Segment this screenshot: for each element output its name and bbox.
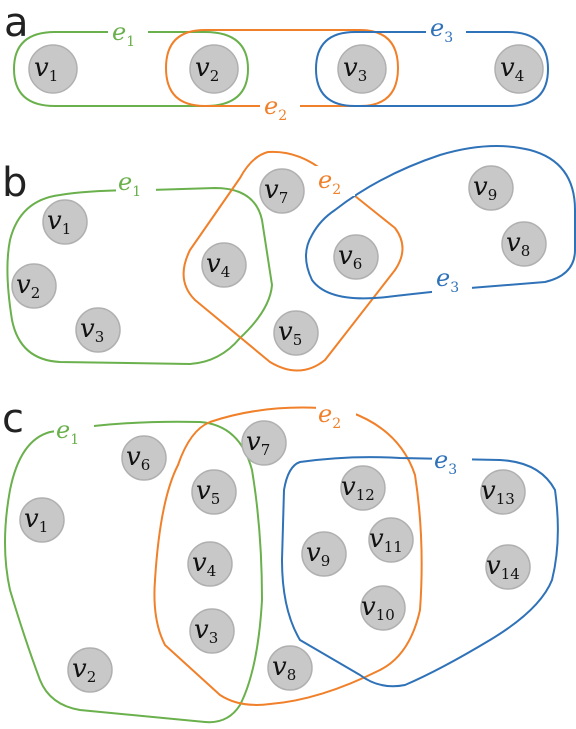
edge-label-e1-b: e1 (116, 168, 156, 200)
svg-text:e2: e2 (318, 166, 341, 198)
svg-text:e2: e2 (318, 400, 341, 432)
svg-text:v3: v3 (80, 314, 104, 346)
svg-text:v1: v1 (24, 504, 48, 536)
svg-text:v2: v2 (195, 53, 219, 85)
node-v14-c: v14 (485, 544, 531, 590)
node-v6-b: v6 (333, 234, 379, 280)
svg-text:v8: v8 (506, 228, 530, 260)
svg-text:v2: v2 (72, 654, 96, 686)
svg-text:v10: v10 (361, 592, 395, 624)
svg-text:v3: v3 (194, 615, 218, 647)
svg-text:v8: v8 (272, 652, 296, 684)
node-v6-c: v6 (121, 435, 167, 481)
svg-text:v5: v5 (278, 317, 302, 349)
svg-text:v11: v11 (369, 524, 403, 556)
panel-letter-a: a (4, 0, 29, 46)
svg-text:v14: v14 (486, 551, 520, 583)
node-v5-b: v5 (273, 310, 319, 356)
svg-text:e2: e2 (264, 92, 287, 124)
panel-letter-b: b (2, 160, 27, 206)
node-v1-b: v1 (42, 199, 88, 245)
svg-text:e1: e1 (112, 18, 135, 50)
svg-text:e3: e3 (430, 14, 453, 46)
hyperedge-e3-c (281, 456, 559, 688)
svg-text:v6: v6 (126, 442, 150, 474)
node-v4-b: v4 (201, 242, 247, 288)
node-v2-a: v2 (189, 44, 239, 94)
hyperedge-e3-a (315, 31, 549, 107)
hyperedge-e1-b (6, 187, 273, 365)
svg-text:v3: v3 (343, 53, 367, 85)
svg-text:v9: v9 (306, 538, 330, 570)
svg-text:e3: e3 (434, 446, 457, 478)
node-v12-c: v12 (340, 465, 386, 511)
node-v1-a: v1 (28, 44, 78, 94)
svg-text:v5: v5 (196, 476, 220, 508)
svg-text:v13: v13 (481, 476, 515, 508)
edge-label-e3-c: e3 (432, 446, 472, 478)
svg-text:v6: v6 (338, 241, 362, 273)
hyperedge-e1-a (13, 31, 249, 107)
edge-label-e2-b: e2 (315, 166, 355, 198)
node-v8-b: v8 (501, 221, 547, 267)
hyperedge-e1-c (4, 420, 263, 724)
node-v2-c: v2 (67, 647, 113, 693)
svg-text:v2: v2 (16, 270, 40, 302)
edge-label-e2-a: e2 (260, 92, 300, 124)
svg-text:v4: v4 (500, 53, 524, 85)
node-v4-a: v4 (494, 44, 544, 94)
edge-label-e1-a: e1 (108, 18, 148, 50)
node-v5-c: v5 (191, 469, 237, 515)
node-v13-c: v13 (480, 469, 526, 515)
svg-text:v4: v4 (192, 548, 216, 580)
panel-b: b e1 e2 e3 v1 v2 v3 v4 v5 v6 v7 v8 v9 (2, 145, 576, 372)
panel-c: c e1 e2 e3 v1 v2 v3 v4 v5 v6 v7 v8 v9 v1… (2, 396, 559, 724)
node-v11-c: v11 (368, 517, 414, 563)
node-v7-c: v7 (241, 420, 287, 466)
svg-text:v9: v9 (473, 172, 497, 204)
edge-label-e1-c: e1 (54, 416, 94, 448)
svg-text:e1: e1 (56, 416, 79, 448)
node-v3-a: v3 (337, 44, 387, 94)
node-v10-c: v10 (360, 585, 406, 631)
svg-text:v12: v12 (341, 472, 375, 504)
svg-text:e1: e1 (118, 168, 141, 200)
svg-text:e3: e3 (436, 264, 459, 296)
edge-label-e3-a: e3 (426, 14, 466, 46)
panel-letter-c: c (2, 396, 24, 442)
node-v9-b: v9 (468, 165, 514, 211)
edge-label-e2-c: e2 (316, 400, 356, 432)
svg-text:v7: v7 (246, 427, 270, 459)
svg-text:v1: v1 (34, 53, 58, 85)
node-v9-c: v9 (301, 531, 347, 577)
node-v3-c: v3 (189, 608, 235, 654)
node-v2-b: v2 (11, 263, 57, 309)
node-v4-c: v4 (187, 541, 233, 587)
panel-a: a e1 e2 e3 v1 v2 v3 v4 (4, 0, 549, 124)
node-v1-c: v1 (19, 497, 65, 543)
node-v7-b: v7 (259, 168, 305, 214)
svg-text:v4: v4 (206, 249, 230, 281)
edge-label-e3-b: e3 (432, 264, 472, 296)
hyperedge-e2-c (153, 406, 423, 706)
node-v3-b: v3 (75, 307, 121, 353)
svg-text:v7: v7 (264, 175, 288, 207)
hyperedge-e3-b (305, 145, 576, 300)
svg-text:v1: v1 (47, 206, 71, 238)
node-v8-c: v8 (267, 645, 313, 691)
